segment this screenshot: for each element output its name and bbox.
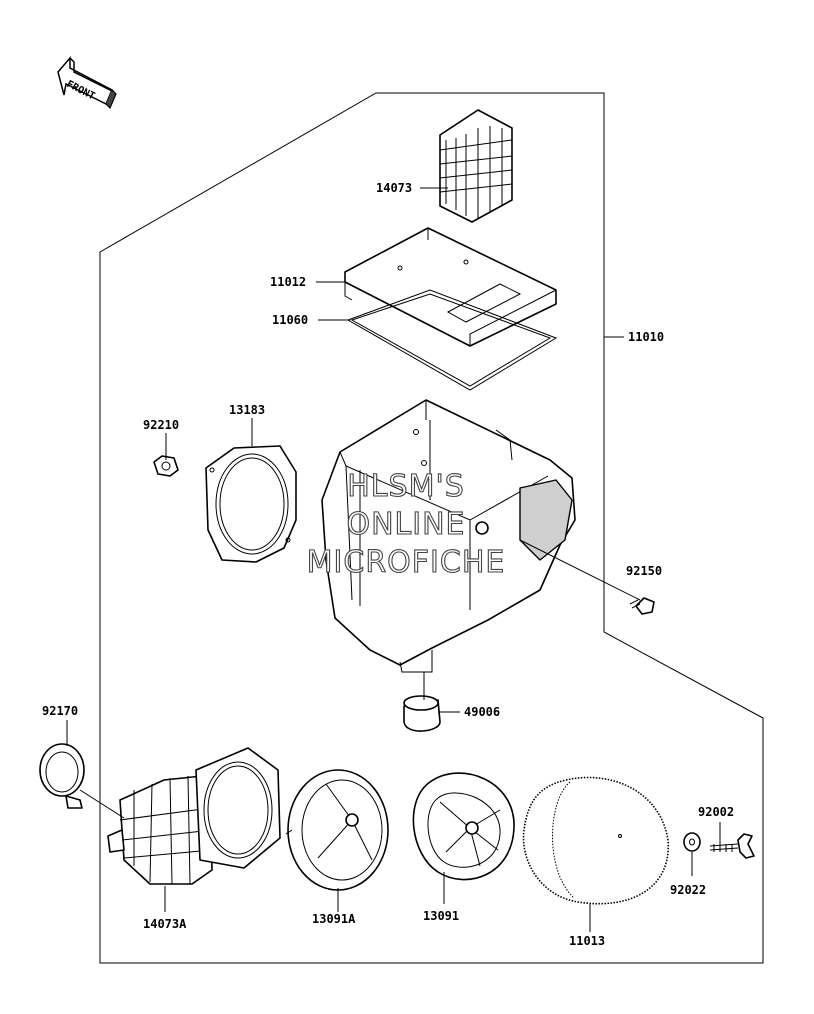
part-13183-gasket [205,445,297,563]
watermark: HLSM'S ONLINE MICROFICHE [306,468,506,580]
part-92002-wingbolt [709,833,755,859]
label-11010: 11010 [628,330,664,344]
part-11060-gasket [346,289,558,391]
leader-lines [66,187,721,932]
watermark-line-1: HLSM'S [347,469,465,504]
label-92170: 92170 [42,704,78,718]
part-92022-washer [683,832,701,852]
label-92210: 92210 [143,418,179,432]
front-arrow-icon: FRONT [57,55,117,110]
part-92210-nut [153,455,179,477]
label-11012: 11012 [270,275,306,289]
label-13091A: 13091A [312,912,356,926]
label-11013: 11013 [569,934,605,948]
assembly-boundary [99,92,764,964]
part-13091A-frame [285,769,389,891]
label-14073A: 14073A [143,917,187,931]
part-49006-cap [403,695,441,732]
label-49006: 49006 [464,705,500,719]
part-14073A-duct [107,747,281,885]
watermark-line-3: MICROFICHE [307,545,506,580]
label-92002: 92002 [698,805,734,819]
label-11060: 11060 [272,313,308,327]
label-14073: 14073 [376,181,412,195]
label-92150: 92150 [626,564,662,578]
label-13091: 13091 [423,909,459,923]
part-92170-clamp [39,743,85,809]
part-14073-duct [439,109,513,223]
watermark-line-2: ONLINE [346,507,465,542]
label-92022: 92022 [670,883,706,897]
part-13091-cage [412,772,515,881]
part-92150-bolt [629,597,655,615]
part-11013-element [522,776,669,905]
label-13183: 13183 [229,403,265,417]
